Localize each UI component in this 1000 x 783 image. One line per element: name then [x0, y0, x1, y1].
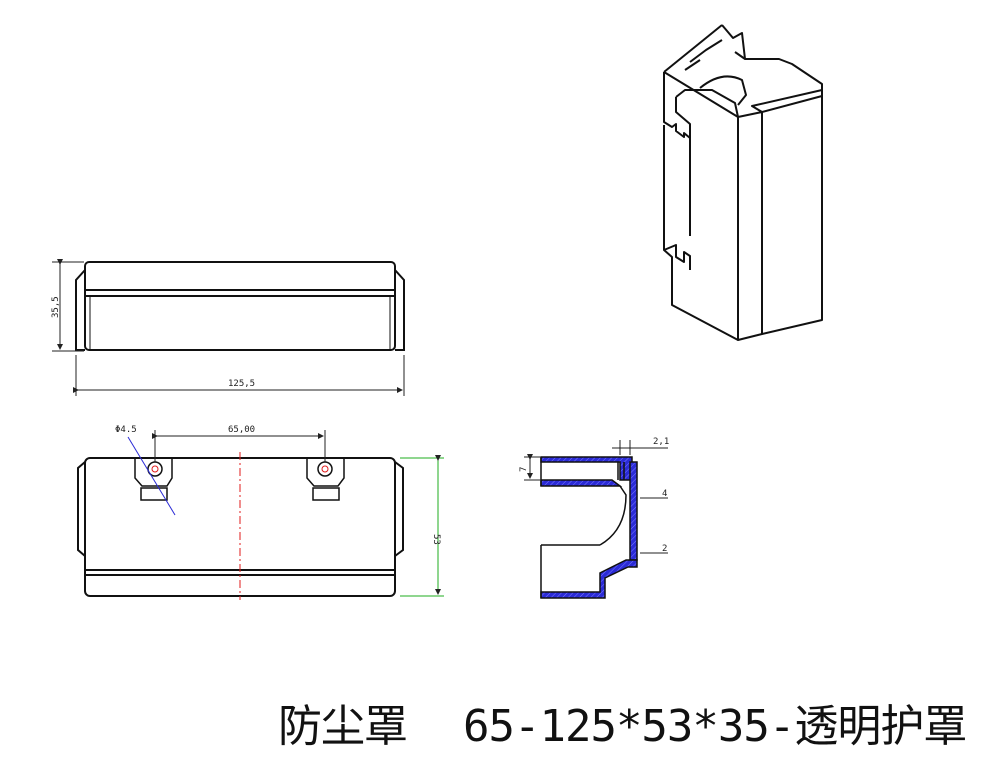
top-centerlines: [151, 452, 329, 600]
top-dimensions: [127, 430, 444, 597]
hole-diameter-label: Φ4.5: [115, 425, 137, 435]
section-dimensions: [524, 440, 668, 554]
hole-spacing-label: 65,00: [228, 425, 255, 435]
title-name: 防尘罩: [278, 701, 408, 752]
front-view: [75, 261, 405, 351]
section-bottom-label: 2: [662, 544, 667, 554]
front-dimensions: [52, 259, 405, 396]
isometric-view: [663, 24, 823, 341]
top-height-label: 53: [431, 534, 441, 545]
front-width-label: 125,5: [228, 379, 255, 389]
section-wall-label: 2,1: [653, 437, 669, 447]
section-view: [540, 456, 638, 599]
section-top-label: 7: [519, 467, 529, 472]
section-mid-label: 4: [662, 489, 667, 499]
front-height-label: 35,5: [51, 296, 61, 318]
drawing-title: 防尘罩 65-125*53*35-透明护罩: [278, 690, 967, 754]
title-spec: 65-125*53*35-透明护罩: [463, 701, 967, 752]
